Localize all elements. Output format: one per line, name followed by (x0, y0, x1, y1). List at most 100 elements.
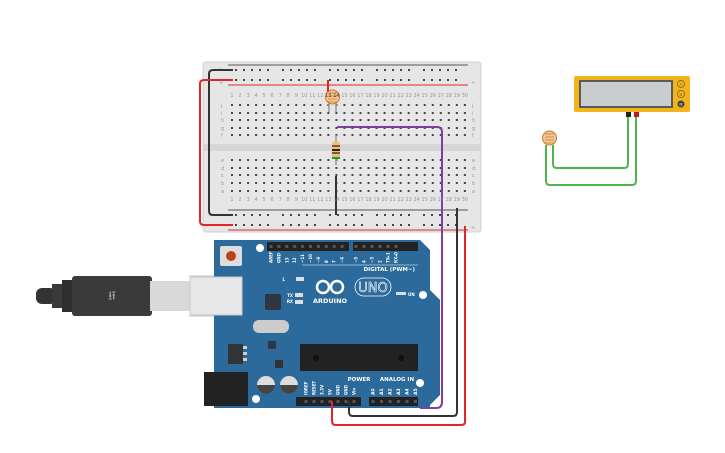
breadboard-holes[interactable] (231, 69, 466, 226)
wire-green-1[interactable] (552, 117, 629, 169)
column-number: 13 (325, 197, 331, 203)
analog-header[interactable] (369, 397, 418, 406)
column-number: 29 (454, 197, 460, 203)
row-letter: j (220, 103, 222, 109)
digital-header-left[interactable] (267, 242, 349, 251)
column-number: 10 (301, 197, 307, 203)
column-number: 12 (317, 197, 323, 203)
digital-pin[interactable] (354, 245, 358, 248)
digital-pin-label: 2 (378, 260, 383, 263)
power-pin-label: IOREF (304, 381, 309, 395)
column-number: 5 (263, 93, 266, 99)
digital-pin[interactable] (285, 245, 289, 248)
column-number: 14 (333, 197, 339, 203)
led-tx-label: TX (287, 293, 293, 298)
digital-pin[interactable] (362, 245, 366, 248)
mode-r-button[interactable]: R (677, 100, 685, 108)
digital-pin[interactable] (324, 245, 328, 248)
column-number: 3 (246, 197, 249, 203)
row-letter: a (221, 189, 224, 195)
power-pin-label: 5V (328, 388, 333, 395)
wire-purple-a5[interactable] (337, 126, 443, 409)
column-number: 12 (317, 93, 323, 99)
digital-pin-label: TX▸1 (386, 252, 391, 263)
column-number: 6 (271, 197, 274, 203)
breadboard[interactable]: - + - + - + (202, 61, 482, 233)
column-number: 13 (325, 93, 331, 99)
analog-pin-label: A2 (388, 388, 394, 395)
digital-pin[interactable] (332, 245, 336, 248)
digital-pin[interactable] (301, 245, 305, 248)
digital-pin-label: RX◂0 (394, 252, 399, 263)
analog-pin[interactable] (414, 400, 417, 403)
column-number: 25 (422, 93, 428, 99)
analog-pin[interactable] (371, 400, 375, 403)
photoresistor-standalone[interactable] (542, 130, 557, 146)
digital-pin[interactable] (378, 245, 382, 248)
digital-pin-label: 12 (292, 257, 297, 263)
wire-green-2[interactable] (545, 117, 637, 186)
power-pin[interactable] (352, 400, 356, 403)
digital-pin[interactable] (316, 245, 320, 248)
mode-v-button[interactable]: V (677, 90, 685, 98)
mode-a-label: A (679, 82, 682, 87)
rail-minus-label: - (471, 66, 473, 72)
power-pin[interactable] (312, 400, 316, 403)
analog-pin[interactable] (397, 400, 400, 403)
row-letter: i (472, 111, 473, 117)
digital-pin[interactable] (370, 245, 374, 248)
column-number: 29 (454, 93, 460, 99)
row-letter: g (472, 126, 475, 132)
probe-com[interactable] (626, 112, 631, 117)
wire-red-5v[interactable] (331, 226, 466, 426)
digital-pin-label: ~9 (316, 257, 321, 263)
row-letter: b (472, 181, 475, 187)
column-number: 24 (414, 197, 420, 203)
power-pin[interactable] (336, 400, 340, 403)
column-number: 6 (271, 93, 274, 99)
digital-pin[interactable] (394, 245, 398, 248)
analog-pin[interactable] (405, 400, 409, 403)
wire-black-rail[interactable] (208, 69, 233, 216)
wire-black-gnd[interactable] (348, 208, 458, 417)
probe-positive[interactable] (634, 112, 639, 117)
digital-pin-label: ~3 (370, 257, 375, 263)
digital-pin[interactable] (293, 245, 297, 248)
digital-header-right[interactable] (353, 242, 418, 251)
column-number: 19 (373, 93, 379, 99)
power-pin[interactable] (320, 400, 324, 403)
wire-red-rail[interactable] (199, 79, 233, 226)
column-number: 11 (309, 197, 315, 203)
multimeter[interactable]: A V R (574, 76, 690, 117)
analog-pin-label: A1 (379, 388, 385, 395)
power-pin[interactable] (304, 400, 308, 403)
column-number: 26 (430, 93, 436, 99)
digital-pin-label: ~10 (308, 254, 313, 263)
column-number: 23 (405, 197, 411, 203)
resistor[interactable] (332, 135, 340, 165)
digital-pin[interactable] (277, 245, 281, 248)
photoresistor[interactable] (325, 89, 340, 112)
mode-a-button[interactable]: A (677, 80, 685, 88)
analog-pin[interactable] (388, 400, 392, 403)
column-number: 27 (438, 197, 444, 203)
column-number: 28 (446, 197, 452, 203)
power-pin[interactable] (328, 400, 332, 403)
row-letter: i (221, 111, 222, 117)
power-jack[interactable] (204, 372, 248, 406)
column-number: 2 (238, 93, 241, 99)
digital-pin[interactable] (269, 245, 273, 248)
row-letter: a (472, 189, 475, 195)
digital-pin[interactable] (340, 245, 344, 248)
column-number: 20 (381, 93, 387, 99)
row-letter: d (472, 166, 475, 172)
column-number: 15 (341, 93, 347, 99)
power-pin[interactable] (344, 400, 348, 403)
digital-pin[interactable] (386, 245, 390, 248)
analog-pin[interactable] (380, 400, 383, 403)
rail-minus-label: - (471, 211, 473, 217)
digital-pin[interactable] (309, 245, 312, 248)
column-number: 11 (309, 93, 315, 99)
